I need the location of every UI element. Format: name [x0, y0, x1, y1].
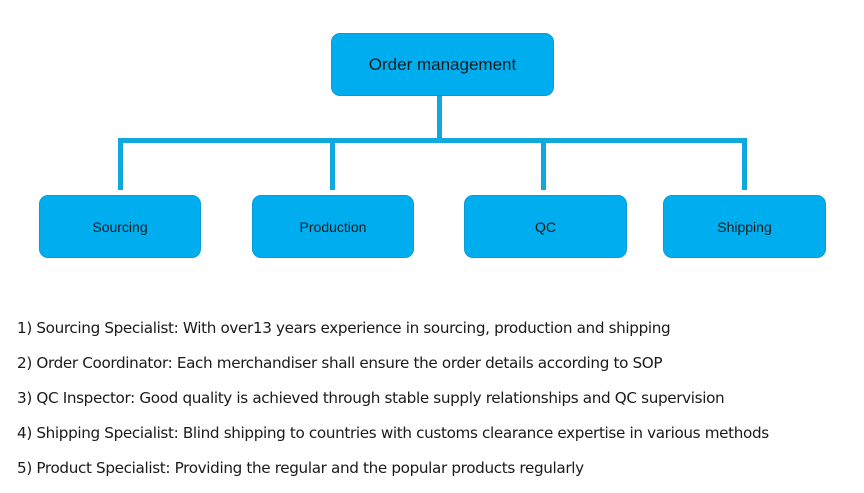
sourcing-node: Sourcing — [39, 195, 201, 258]
shipping-label: Shipping — [717, 218, 772, 235]
shipping-node: Shipping — [663, 195, 826, 258]
production-node: Production — [252, 195, 414, 258]
horizontal-connector-line — [118, 138, 747, 143]
role-description-item: 5) Product Specialist: Providing the reg… — [17, 459, 584, 477]
root-connector-line — [437, 96, 442, 140]
qc-label: QC — [535, 218, 556, 235]
role-description-list: 1) Sourcing Specialist: With over13 year… — [17, 313, 769, 488]
sourcing-connector-line — [118, 138, 123, 190]
role-description-item: 1) Sourcing Specialist: With over13 year… — [17, 319, 671, 337]
production-label: Production — [299, 218, 367, 235]
role-description-item: 3) QC Inspector: Good quality is achieve… — [17, 389, 725, 407]
role-description-item: 2) Order Coordinator: Each merchandiser … — [17, 354, 663, 372]
production-connector-line — [330, 138, 335, 190]
order-management-label: Order management — [368, 54, 517, 74]
order-management-node: Order management — [331, 33, 554, 96]
sourcing-label: Sourcing — [92, 218, 148, 235]
qc-node: QC — [464, 195, 627, 258]
shipping-connector-line — [742, 138, 747, 190]
qc-connector-line — [541, 138, 546, 190]
role-description-item: 4) Shipping Specialist: Blind shipping t… — [17, 424, 769, 442]
